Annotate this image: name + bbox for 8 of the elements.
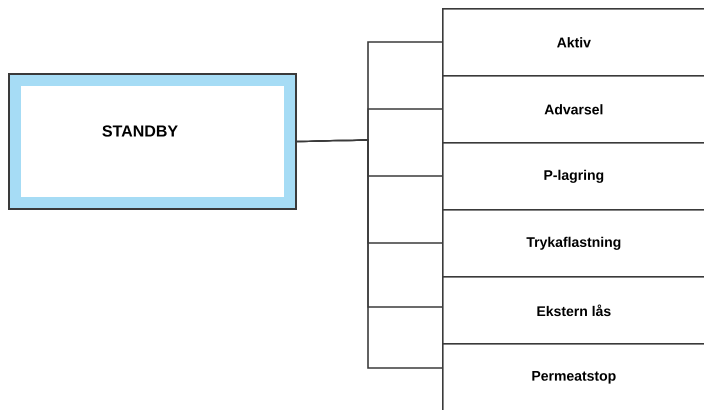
- option-box: P-lagring: [442, 142, 704, 211]
- option-box: Permeatstop: [442, 343, 704, 410]
- option-box: Trykaflastning: [442, 209, 704, 278]
- option-box: Aktiv: [442, 8, 704, 77]
- option-box: Ekstern lås: [442, 276, 704, 345]
- state-box: STANDBY: [8, 73, 297, 210]
- connector-line: [296, 139, 442, 369]
- option-box: Advarsel: [442, 75, 704, 144]
